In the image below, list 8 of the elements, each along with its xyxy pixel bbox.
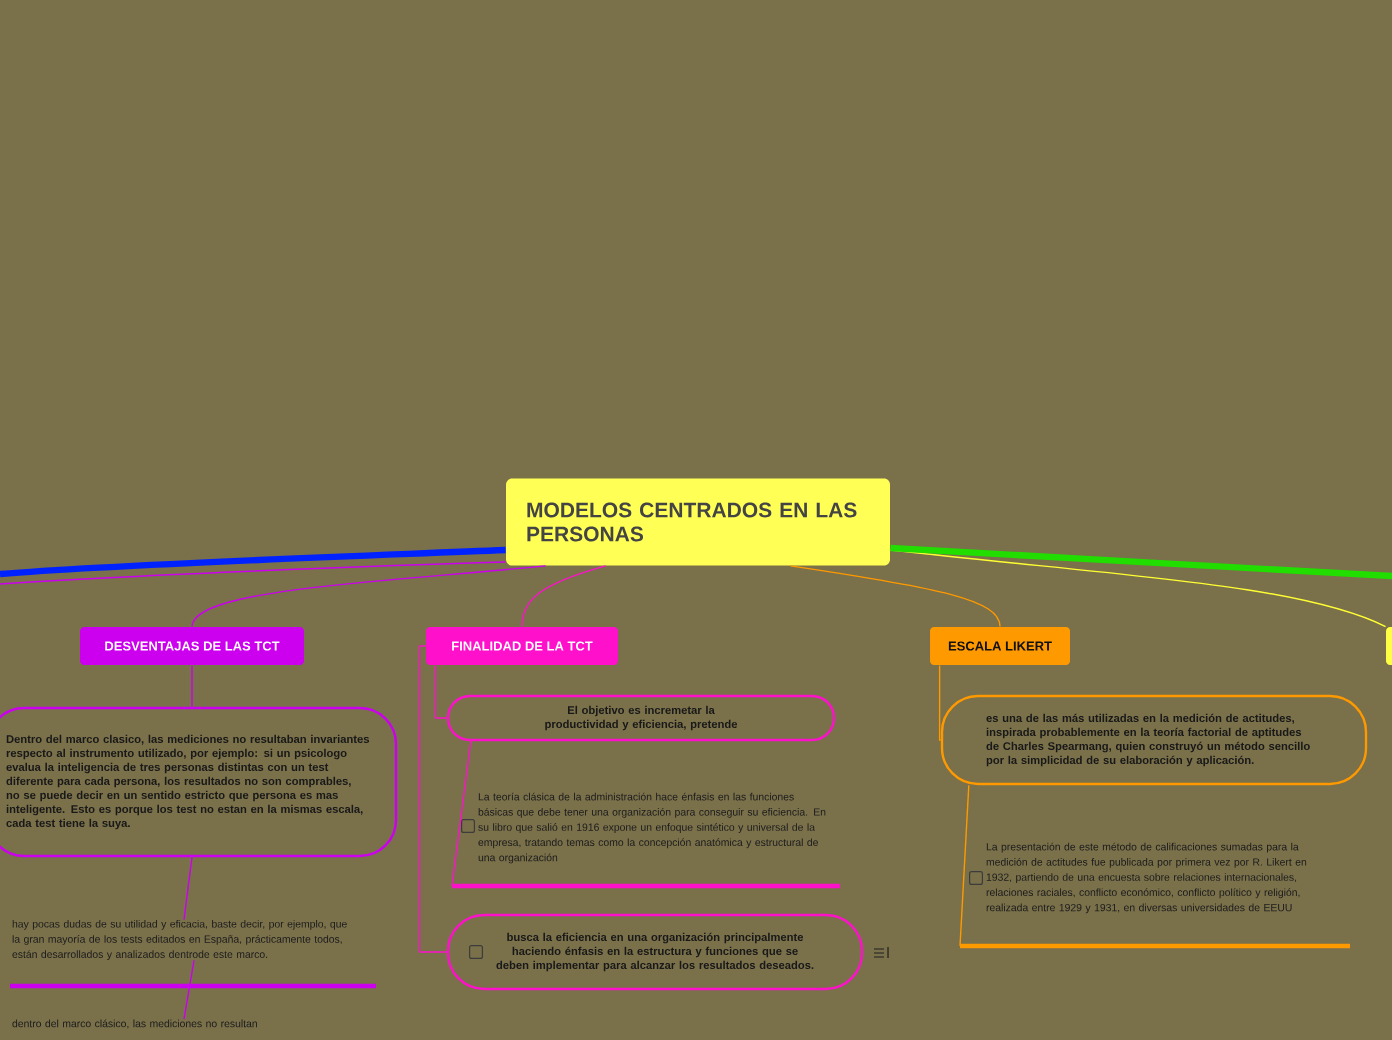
connector-line (418, 645, 448, 953)
connector-line (789, 565, 1001, 628)
node-box (1386, 627, 1392, 665)
connector-line (183, 856, 193, 921)
connector-line (183, 959, 195, 1020)
connector-line (191, 565, 547, 628)
topic-box: MODELOS CENTRADOS EN LAS PERSONAS (506, 478, 890, 566)
connector-line (191, 664, 193, 708)
